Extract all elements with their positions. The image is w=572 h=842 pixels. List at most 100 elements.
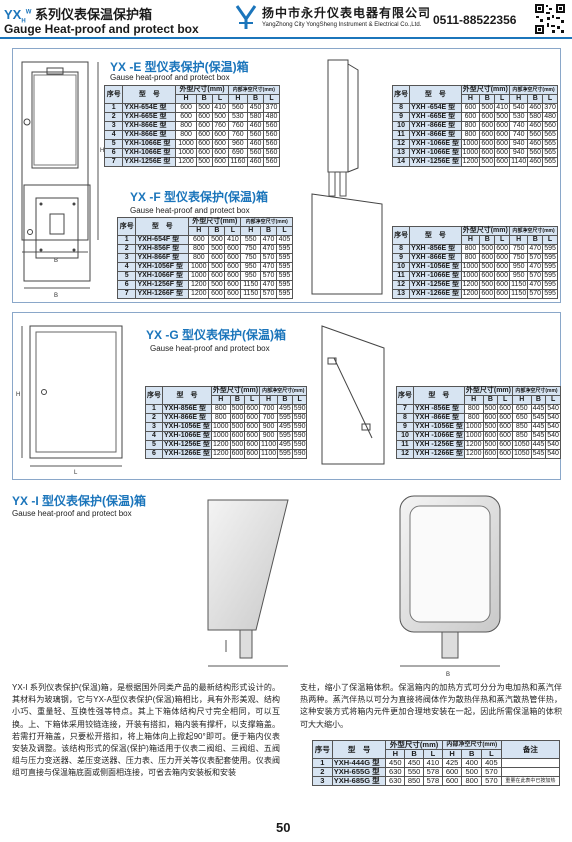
svg-text:H: H [16, 392, 20, 398]
cell-model: YXH-1056E 型 [162, 422, 212, 432]
cell-seq: 7 [103, 157, 124, 167]
col-h: H [227, 94, 249, 104]
col-h: H [463, 395, 484, 405]
cell-value: 600 [224, 280, 242, 290]
cell-model: YXH-654E 型 [122, 103, 177, 113]
col-b: B [260, 226, 277, 236]
col-h: H [509, 94, 529, 104]
cell-value: 600 [497, 449, 513, 459]
cell-value: 470 [260, 280, 277, 290]
cell-value: 1050 [511, 449, 532, 459]
col-b: B [277, 395, 293, 405]
cell-value: 500 [229, 422, 246, 432]
cell-value: 500 [208, 235, 226, 245]
company-name-cn: 扬中市永升仪表电器有限公司 [262, 6, 432, 20]
cell-value: 600 [494, 262, 511, 272]
cell-value: 470 [527, 280, 544, 290]
cell-seq: 10 [396, 431, 414, 441]
cell-value: 595 [542, 262, 558, 272]
qr-code-icon [534, 3, 566, 35]
col-model: 型 号 [331, 740, 387, 759]
col-outer: 外型尺寸(mm) [210, 386, 261, 396]
cell-value: 600 [195, 121, 213, 131]
cell-seq: 2 [103, 112, 124, 122]
cell-value: 800 [175, 121, 197, 131]
cell-value: 500 [479, 280, 496, 290]
cell-value: 445 [530, 404, 547, 414]
cell-seq: 4 [116, 262, 137, 272]
cell-value: 500 [195, 103, 213, 113]
col-b: B [208, 226, 226, 236]
cell-value: 800 [210, 413, 231, 423]
cell-value: 530 [509, 112, 529, 122]
cell-value: 1200 [460, 157, 481, 167]
cell-seq: 9 [391, 112, 411, 122]
cell-model: YXH-856E 型 [162, 404, 212, 414]
cell-value: 595 [275, 253, 294, 263]
cell-value: 600 [479, 112, 496, 122]
cell-value: 560 [542, 121, 558, 131]
cell-seq: 9 [391, 253, 411, 263]
col-b: B [527, 235, 544, 245]
col-outer: 外型尺寸(mm) [188, 217, 242, 227]
cell-value: 1000 [175, 148, 197, 158]
cell-value: 600 [224, 271, 242, 281]
cell-value: 495 [277, 404, 293, 414]
company-phone: 0511-88522356 [433, 13, 517, 27]
cell-seq: 3 [103, 121, 124, 131]
cell-model: YXH -866E 型 [409, 253, 462, 263]
svg-text:B: B [446, 672, 450, 678]
cell-value: 590 [291, 440, 308, 450]
cell-value: 600 [195, 130, 213, 140]
cell-value: 545 [530, 431, 547, 441]
cell-value: 600 [479, 121, 496, 131]
cell-value: 560 [527, 130, 544, 140]
cell-value: 560 [263, 148, 280, 158]
cell-model: YXH-1056F 型 [135, 262, 190, 272]
cell-value: 500 [479, 103, 496, 113]
cell-value: 800 [461, 776, 483, 786]
cell-value: 590 [291, 404, 308, 414]
cell-value: 600 [229, 449, 246, 459]
cell-value: 1200 [188, 289, 210, 299]
cell-value: 600 [229, 431, 246, 441]
col-h: H [175, 94, 197, 104]
cell-model: YXH -866E 型 [409, 130, 462, 140]
col-outer: 外型尺寸(mm) [175, 85, 229, 95]
cell-value: 740 [509, 121, 529, 131]
cell-value: 600 [229, 413, 246, 423]
cell-seq: 8 [391, 103, 411, 113]
cell-value: 1200 [460, 289, 481, 299]
cell-value: 480 [263, 112, 280, 122]
cell-value: 595 [277, 431, 293, 441]
cell-value: 600 [441, 776, 463, 786]
cell-value: 600 [224, 289, 242, 299]
cell-value: 580 [247, 112, 265, 122]
cell-value: 800 [210, 404, 231, 414]
cell-value: 540 [545, 431, 561, 441]
cell-seq: 1 [145, 404, 163, 414]
cell-model: YXH -1256E 型 [413, 440, 465, 450]
cell-value: 1000 [175, 139, 197, 149]
col-h: H [511, 395, 532, 405]
cell-value: 580 [527, 112, 544, 122]
cell-value: 595 [275, 262, 294, 272]
cell-value: 600 [211, 139, 229, 149]
cell-value: 600 [224, 253, 242, 263]
cell-value: 800 [175, 130, 197, 140]
cell-value: 500 [195, 157, 213, 167]
cell-seq: 10 [391, 262, 411, 272]
col-model: 型 号 [413, 386, 465, 405]
col-h: H [460, 235, 481, 245]
